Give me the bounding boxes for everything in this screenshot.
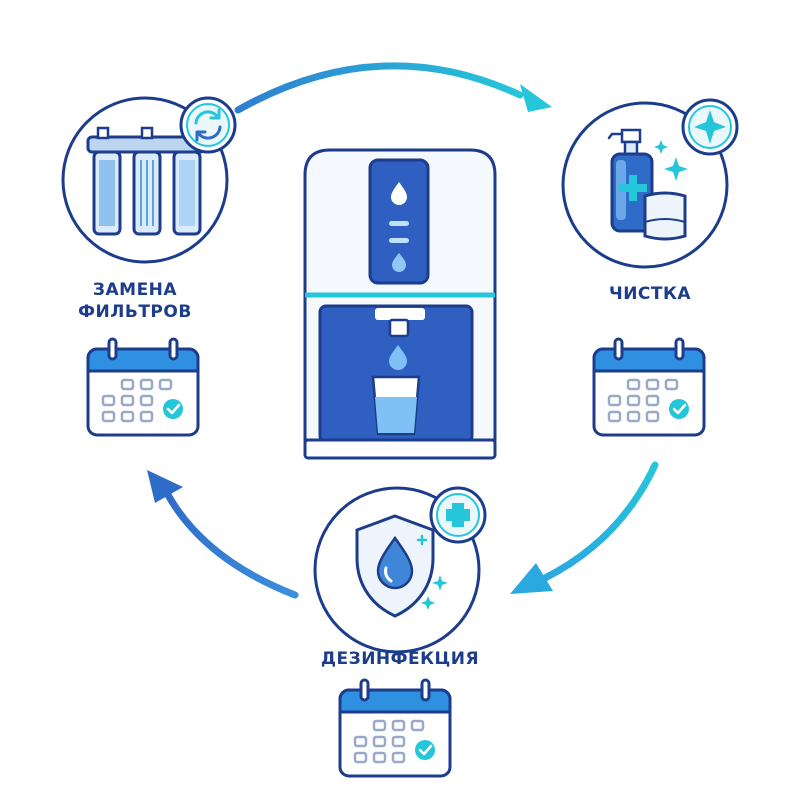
arrow-disinfection-to-filters xyxy=(147,470,299,599)
stage-disinfection xyxy=(313,486,487,654)
arrow-filters-to-cleaning xyxy=(234,62,552,114)
calendar-check-icon xyxy=(592,337,706,437)
stage-label-line: ЧИСТКА xyxy=(608,284,692,304)
plus-icon xyxy=(429,486,487,544)
sparkle-icon xyxy=(681,98,739,156)
arrow-cleaning-to-disinfection xyxy=(510,461,659,594)
spray-bottle-cloth-icon xyxy=(607,128,688,241)
stage-label-disinfection: ДЕЗИНФЕКЦИЯ xyxy=(290,648,510,670)
stage-filters xyxy=(61,96,237,264)
refresh-icon xyxy=(179,96,237,154)
stage-cleaning xyxy=(561,98,739,269)
calendar-check-icon xyxy=(86,337,200,437)
filter-cartridges-icon xyxy=(86,126,206,236)
stage-label-line: ФИЛЬТРОВ xyxy=(78,302,192,322)
stage-label-filters: ЗАМЕНА ФИЛЬТРОВ xyxy=(60,279,210,323)
stage-label-line: ДЕЗИНФЕКЦИЯ xyxy=(320,649,480,669)
shield-drop-icon xyxy=(355,514,448,618)
stage-label-cleaning: ЧИСТКА xyxy=(570,283,730,305)
water-dispenser-icon xyxy=(303,148,497,460)
calendar-check-icon xyxy=(338,678,452,778)
stage-label-line: ЗАМЕНА xyxy=(92,280,178,300)
